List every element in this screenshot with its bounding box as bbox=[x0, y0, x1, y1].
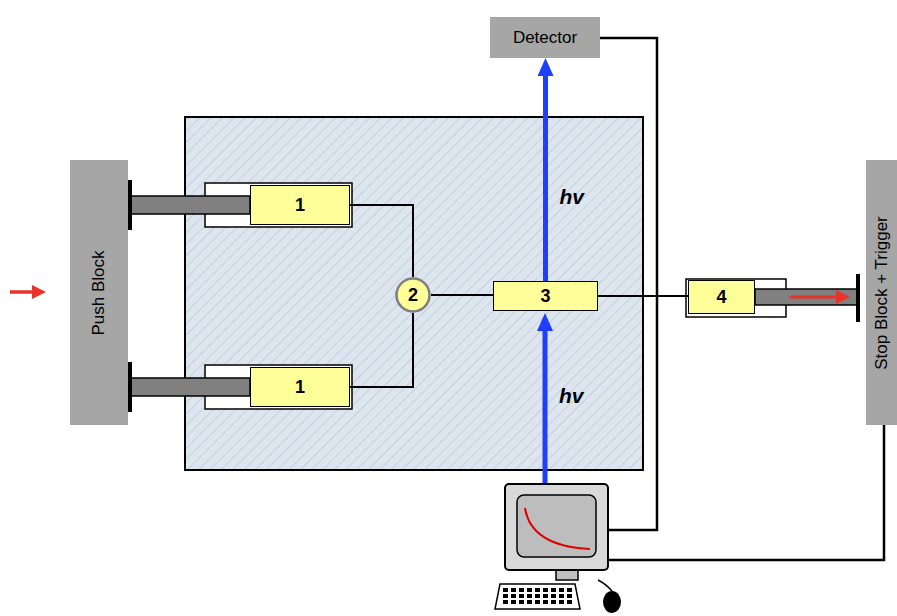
computer-part-part bbox=[503, 594, 508, 598]
computer-part-part bbox=[551, 588, 556, 592]
stop-syringe-label: 4 bbox=[688, 280, 755, 314]
signal-wire bbox=[600, 38, 884, 560]
tubing-line bbox=[350, 205, 413, 277]
computer-part bbox=[525, 508, 590, 549]
signal-wire-part bbox=[600, 38, 657, 530]
detector-box: Detector bbox=[490, 17, 600, 58]
computer-part bbox=[598, 580, 612, 591]
tubing-line bbox=[431, 294, 493, 296]
signal-wire-part bbox=[608, 425, 884, 560]
computer-part-part bbox=[511, 600, 516, 604]
node-text: Detector bbox=[513, 28, 577, 48]
light-beam bbox=[545, 323, 546, 484]
circle-outline bbox=[397, 279, 430, 312]
computer-part-part bbox=[543, 594, 548, 598]
computer-part bbox=[505, 484, 608, 570]
observation-cell: 3 bbox=[493, 281, 598, 311]
computer-part-part bbox=[503, 588, 508, 592]
computer-part-part bbox=[543, 588, 548, 592]
computer-part-part bbox=[535, 588, 540, 592]
computer-part-part bbox=[519, 588, 524, 592]
syringe-top-part bbox=[130, 196, 250, 214]
light-beam bbox=[543, 68, 548, 281]
syringe-bottom-part bbox=[128, 362, 132, 412]
syringe-bottom bbox=[130, 362, 352, 412]
thermostat-housing bbox=[185, 117, 643, 470]
computer-part-part bbox=[527, 588, 532, 592]
computer-part-part bbox=[519, 594, 524, 598]
node-text: Stop Block + Trigger bbox=[872, 216, 892, 370]
light-beam-part bbox=[543, 323, 548, 484]
computer-part-part bbox=[511, 594, 516, 598]
computer-part-part bbox=[551, 600, 556, 604]
push-block: Push Block bbox=[70, 160, 128, 425]
computer-part-part bbox=[559, 594, 564, 598]
syringe-label: 1 bbox=[250, 367, 350, 407]
computer-part-part bbox=[535, 600, 540, 604]
syringe-top bbox=[130, 180, 352, 230]
syringe-bottom-part bbox=[130, 378, 250, 396]
mixer-circle: 2 bbox=[395, 277, 431, 313]
tubing-line bbox=[350, 313, 413, 387]
stop-syringe bbox=[686, 274, 858, 322]
tubing-line bbox=[598, 295, 688, 297]
computer-part-part bbox=[519, 600, 524, 604]
computer-part-part bbox=[567, 588, 572, 592]
computer-part bbox=[517, 495, 596, 557]
node-text: 2 bbox=[408, 285, 418, 306]
node-text: 1 bbox=[295, 195, 305, 216]
computer-part-part bbox=[543, 600, 548, 604]
node-text: Push Block bbox=[89, 250, 109, 335]
stop-syringe-part bbox=[755, 289, 858, 305]
photon-label: hv bbox=[559, 384, 584, 408]
stop-syringe-part bbox=[790, 296, 842, 299]
computer-part-part bbox=[511, 588, 516, 592]
node-text: 3 bbox=[540, 286, 550, 307]
syringe-label: 1 bbox=[250, 185, 350, 225]
computer-part-part bbox=[535, 594, 540, 598]
computer bbox=[495, 484, 621, 613]
computer-part-part bbox=[567, 594, 572, 598]
computer-part-part bbox=[503, 600, 508, 604]
node-text: 4 bbox=[716, 287, 726, 308]
computer-part-part bbox=[527, 600, 532, 604]
photon-label: hv bbox=[560, 185, 585, 209]
thermostat-housing-part bbox=[185, 117, 643, 470]
computer-part-part bbox=[559, 600, 564, 604]
syringe-top-part bbox=[128, 180, 132, 230]
computer-part-part bbox=[567, 600, 572, 604]
node-text: 1 bbox=[295, 377, 305, 398]
computer-part bbox=[603, 591, 621, 613]
computer-part bbox=[503, 588, 572, 604]
computer-part bbox=[495, 584, 580, 609]
stop-syringe-part bbox=[856, 274, 860, 322]
computer-part-part bbox=[551, 594, 556, 598]
push-arrow-part bbox=[10, 290, 38, 294]
computer-part-part bbox=[559, 588, 564, 592]
stop-block: Stop Block + Trigger bbox=[866, 160, 897, 425]
computer-part-part bbox=[527, 594, 532, 598]
push-arrow bbox=[10, 292, 38, 293]
